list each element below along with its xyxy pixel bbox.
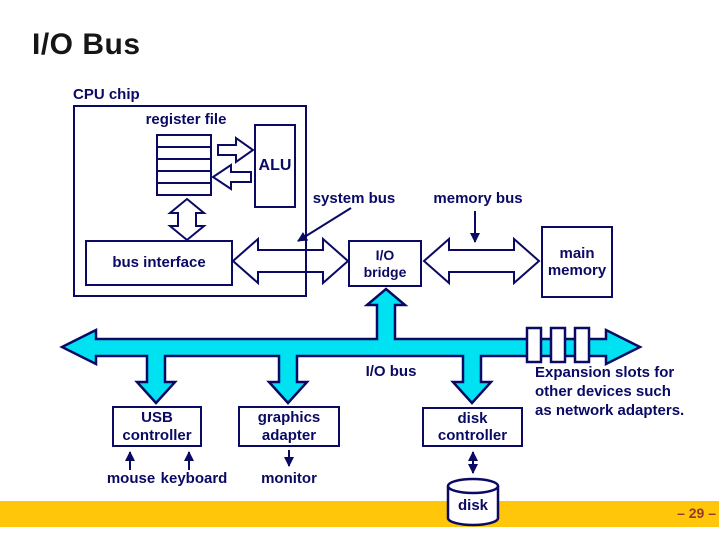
register-row: [158, 184, 210, 194]
alu-to-regfile-arrow: [211, 163, 252, 191]
keyboard-label: keyboard: [160, 470, 228, 487]
graphics-adapter-box: graphics adapter: [238, 406, 340, 447]
io-bridge-box: I/O bridge: [348, 240, 422, 287]
monitor-label: monitor: [261, 470, 317, 487]
cpu-chip-box: [73, 105, 307, 297]
cpu-chip-label: CPU chip: [73, 86, 140, 103]
slide-title: I/O Bus: [32, 28, 141, 61]
io-bus-arrow: [59, 287, 643, 405]
bus-interface-box: bus interface: [85, 240, 233, 286]
register-row: [158, 136, 210, 148]
expansion-note: Expansion slots for other devices such a…: [535, 364, 685, 419]
disk-controller-box: disk controller: [422, 407, 523, 447]
usb-controller-box: USB controller: [112, 406, 202, 447]
register-row: [158, 160, 210, 172]
memory-bus-arrow: [422, 236, 541, 286]
io-bus-label: I/O bus: [365, 363, 417, 380]
page-number: – 29 –: [677, 505, 716, 521]
register-file-label: register file: [145, 111, 227, 128]
expansion-slot: [549, 326, 567, 364]
footer-bar: [0, 501, 719, 527]
regfile-to-alu-arrow: [217, 136, 255, 164]
expansion-slot: [525, 326, 543, 364]
disk-cylinder-top: [446, 477, 500, 495]
register-row: [158, 148, 210, 160]
system-bus-label: system bus: [312, 190, 396, 207]
main-memory-box: main memory: [541, 226, 613, 298]
alu-box: ALU: [254, 124, 296, 208]
disk-cylinder: [446, 486, 500, 527]
register-row: [158, 172, 210, 184]
memory-bus-label: memory bus: [433, 190, 523, 207]
expansion-slot: [573, 326, 591, 364]
disk-label: disk: [457, 497, 488, 514]
register-file-box: [156, 134, 212, 196]
mouse-label: mouse: [106, 470, 156, 487]
